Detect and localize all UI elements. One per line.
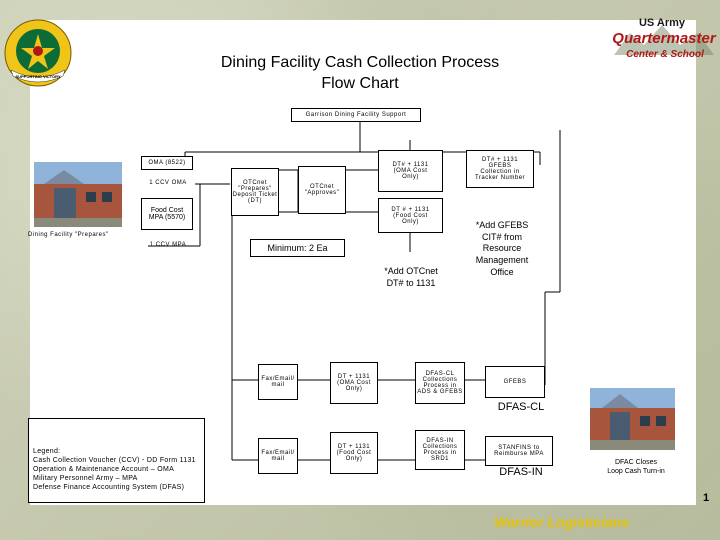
- dining-facility-photo-right: [590, 388, 675, 450]
- gfebs-tracker-box: DT# + 1131 GFEBS Collection in Tracker N…: [466, 150, 534, 188]
- header-box: Garrison Dining Facility Support: [291, 108, 421, 122]
- title-line-1: Dining Facility Cash Collection Process: [220, 54, 500, 71]
- add-gfebs-line-4: Management: [475, 255, 529, 266]
- food-cost-line-1: Food Cost: [150, 207, 184, 214]
- dfas-in-process-box: DFAS-IN Collections Process in SRD1: [415, 430, 465, 470]
- dfas-cl-line-2: Collections: [422, 377, 458, 383]
- otcnet-prepares-line-2: "Prepares": [238, 186, 272, 192]
- ccv-mpa-label: 1 CCV MPA: [149, 242, 187, 248]
- stanfins-line-1: STANFINS to: [498, 445, 540, 451]
- otcnet-approves-box: OTCnet "Approves": [298, 166, 346, 214]
- cl-gfebs-box: GFEBS: [485, 366, 545, 398]
- in-fax-line-2: mail: [271, 456, 285, 462]
- dfas-in-line-3: Process in: [423, 450, 457, 456]
- quartermaster-text: Quartermaster: [612, 30, 716, 47]
- food-cost-line-2: MPA (5570): [148, 214, 186, 221]
- otcnet-prepares-line-4: (DT): [248, 198, 262, 204]
- dfac-closes-line-1: DFAC Closes: [614, 459, 657, 466]
- legend-line-2: Cash Collection Voucher (CCV) - DD Form …: [33, 457, 196, 464]
- gfebs-tracker-line-1: DT# + 1131: [481, 157, 519, 163]
- cl-fax-line-1: Fax/Email/: [261, 376, 295, 382]
- dfac-prepares-label: Dining Facility "Prepares": [28, 232, 109, 238]
- dining-facility-photo-left: [34, 162, 122, 227]
- otcnet-approves-line-2: "Approves": [304, 190, 340, 196]
- add-otcnet-line-1: *Add OTCnet: [384, 266, 438, 276]
- dfas-in-label: DFAS-IN: [499, 466, 543, 478]
- dt-food-box: DT # + 1131 (Food Cost Only): [378, 198, 443, 233]
- cl-gfebs-label: GFEBS: [503, 379, 527, 385]
- otcnet-prepares-line-1: OTCnet: [242, 180, 267, 186]
- otcnet-prepares-line-3: Deposit Ticket: [232, 192, 278, 198]
- dfas-in-line-4: SRD1: [430, 456, 449, 462]
- otcnet-approves-line-1: OTCnet: [309, 184, 334, 190]
- dt-oma-line-1: DT# + 1131: [392, 162, 429, 168]
- dt-oma-box: DT# + 1131 (OMA Cost Only): [378, 150, 443, 192]
- seal-motto: SUPPORTING VICTORY: [15, 74, 61, 79]
- cl-dt-box: DT + 1131 (OMA Cost Only): [330, 362, 378, 404]
- dfas-in-line-2: Collections: [422, 444, 458, 450]
- stanfins-line-2: Reimburse MPA: [494, 451, 544, 457]
- oma-box-label: OMA (8522): [148, 160, 186, 166]
- in-fax-box: Fax/Email/ mail: [258, 438, 298, 474]
- in-fax-line-1: Fax/Email/: [261, 450, 295, 456]
- dfas-cl-process-box: DFAS-CL Collections Process in ADS & GFE…: [415, 362, 465, 404]
- dfas-cl-label: DFAS-CL: [497, 401, 545, 413]
- dfac-closes-line-2: Loop Cash Turn-in: [607, 468, 665, 476]
- food-cost-box: Food Cost MPA (5570): [141, 198, 193, 230]
- gfebs-tracker-line-3: Collection in: [480, 169, 520, 175]
- minimum-label: Minimum: 2 Ea: [267, 243, 328, 253]
- page-number: 1: [703, 492, 710, 504]
- gfebs-tracker-line-2: GFEBS: [488, 163, 512, 169]
- footer-tagline: Warrior Logisticians: [494, 514, 630, 530]
- legend-box: Legend: Cash Collection Voucher (CCV) - …: [28, 418, 205, 503]
- cl-dt-line-2: (OMA Cost: [337, 380, 371, 386]
- quartermaster-school-logo: [614, 25, 714, 55]
- dt-oma-line-2: (OMA Cost: [393, 168, 428, 174]
- legend-line-5: Defense Finance Accounting System (DFAS): [33, 484, 185, 491]
- legend-line-1: Legend:: [33, 448, 61, 455]
- header-box-label: Garrison Dining Facility Support: [305, 112, 407, 118]
- gfebs-tracker-line-4: Tracker Number: [474, 175, 526, 181]
- add-gfebs-note: *Add GFEBS CIT# from Resource Management…: [462, 220, 542, 278]
- add-gfebs-line-2: CIT# from: [481, 231, 522, 242]
- cl-dt-line-3: Only): [345, 386, 363, 392]
- center-school-text: Center & School: [626, 49, 704, 60]
- legend-text: Legend: Cash Collection Voucher (CCV) - …: [33, 447, 196, 492]
- stanfins-box: STANFINS to Reimburse MPA: [485, 436, 553, 466]
- legend-line-4: Military Personnel Army – MPA: [33, 475, 138, 482]
- dt-food-line-2: (Food Cost: [393, 212, 428, 219]
- add-gfebs-line-3: Resource: [482, 243, 522, 254]
- in-dt-line-2: (Food Cost: [336, 450, 372, 456]
- cl-fax-box: Fax/Email/ mail: [258, 364, 298, 400]
- minimum-box: Minimum: 2 Ea: [250, 239, 345, 257]
- add-otcnet-note: *Add OTCnet DT# to 1131: [366, 266, 456, 289]
- quartermaster-seal-logo: [4, 19, 72, 87]
- in-dt-box: DT + 1131 (Food Cost Only): [330, 432, 378, 474]
- cl-dt-line-1: DT + 1131: [337, 374, 371, 380]
- ccv-oma-label: 1 CCV OMA: [149, 180, 187, 186]
- dfas-cl-line-3: Process in: [423, 383, 457, 389]
- dfas-in-line-1: DFAS-IN: [426, 438, 454, 444]
- dfas-cl-line-4: ADS & GFEBS: [417, 389, 463, 395]
- otcnet-prepares-box: OTCnet "Prepares" Deposit Ticket (DT): [231, 168, 279, 216]
- dfac-closes-note: DFAC Closes Loop Cash Turn-in: [590, 458, 682, 476]
- dfas-cl-line-1: DFAS-CL: [425, 371, 455, 377]
- in-dt-line-3: Only): [345, 456, 363, 462]
- dt-food-line-1: DT # + 1131: [391, 206, 430, 213]
- cl-fax-line-2: mail: [271, 382, 285, 388]
- dt-food-line-3: Only): [402, 218, 419, 225]
- us-army-text: US Army: [638, 17, 686, 29]
- add-gfebs-line-1: *Add GFEBS: [475, 220, 529, 230]
- title-line-2: Flow Chart: [321, 75, 399, 92]
- page-title: Dining Facility Cash Collection Process …: [160, 52, 560, 94]
- add-gfebs-line-5: Office: [490, 266, 514, 277]
- dt-oma-line-3: Only): [402, 174, 419, 180]
- legend-line-3: Operation & Maintenance Account – OMA: [33, 466, 175, 473]
- add-otcnet-line-2: DT# to 1131: [386, 277, 436, 288]
- in-dt-line-1: DT + 1131: [337, 444, 371, 450]
- oma-box: OMA (8522): [141, 156, 193, 170]
